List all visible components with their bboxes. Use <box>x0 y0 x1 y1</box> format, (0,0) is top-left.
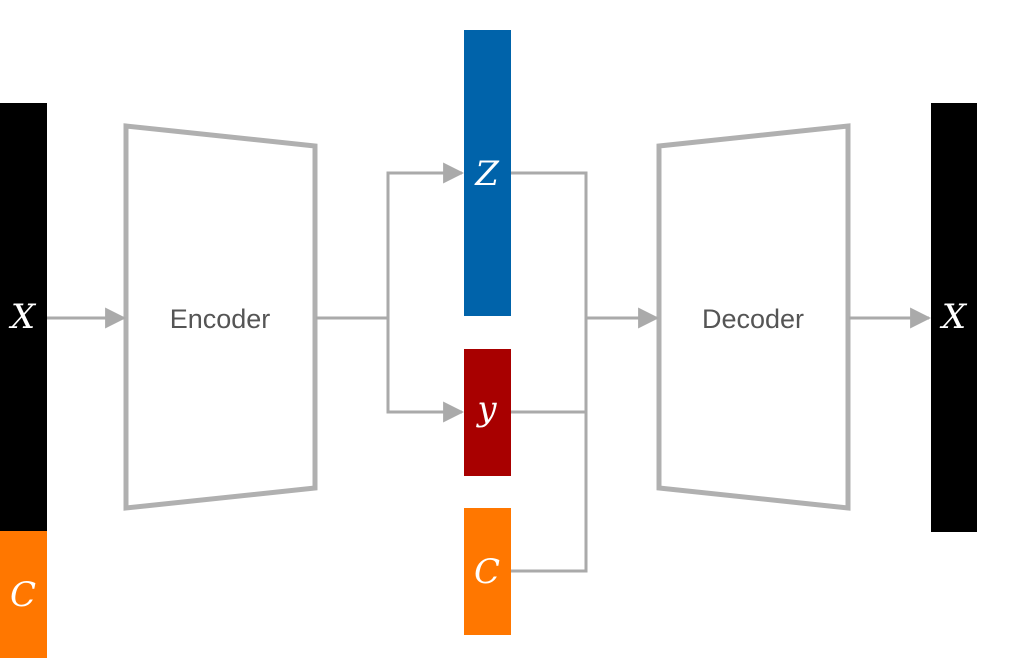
encoder-label: Encoder <box>170 304 271 334</box>
encoder-to-y-arrow <box>386 318 465 423</box>
output-x-label: X <box>939 297 968 337</box>
encoder-block <box>123 123 318 511</box>
label-y-bar <box>464 349 511 476</box>
decoder-block <box>656 123 851 511</box>
input-x-bar <box>0 103 47 533</box>
z-c-merge-line <box>511 171 588 573</box>
label-y-label: y <box>475 389 497 429</box>
decoder-label: Decoder <box>702 304 804 334</box>
condition-c-bar <box>464 508 511 635</box>
input-x-label: X <box>8 297 37 337</box>
encoder-to-z-arrow <box>386 162 465 318</box>
condition-c-label: C <box>474 552 500 592</box>
output-x-bar <box>931 103 977 532</box>
input-c-bar <box>0 531 47 658</box>
input-c-label: C <box>10 575 36 615</box>
latent-z-label: Z <box>474 154 500 194</box>
latent-z-bar <box>464 30 511 316</box>
